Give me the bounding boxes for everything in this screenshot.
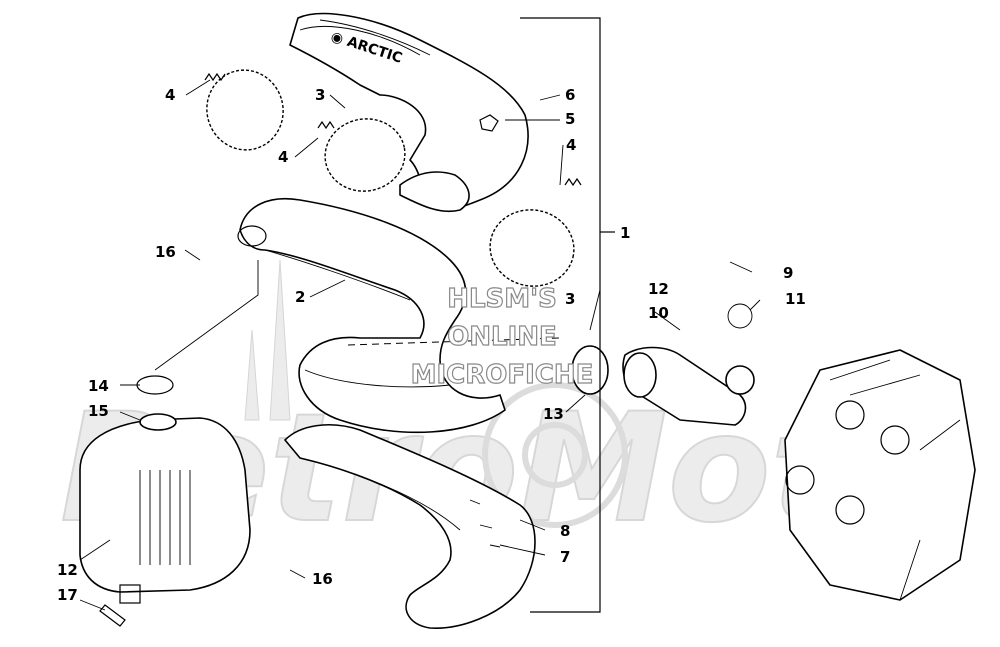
spring-clamps: [206, 69, 575, 287]
callout-4b: 4: [278, 148, 288, 166]
springs: [204, 72, 582, 187]
callout-10: 10: [648, 304, 669, 322]
callout-16b: 16: [312, 570, 333, 588]
expansion-chamber: [237, 198, 506, 434]
callout-14: 14: [88, 377, 109, 395]
callout-16a: 16: [155, 243, 176, 261]
watermark-line1: HLSM'S: [447, 284, 557, 314]
exhaust-manifold: [571, 303, 755, 426]
callout-7: 7: [560, 548, 570, 566]
callout-12a: 12: [648, 280, 669, 298]
callout-1-bracket: [520, 17, 601, 613]
drain-fitting: [99, 604, 126, 627]
muffler: [79, 413, 251, 627]
callout-12b: 12: [57, 561, 78, 579]
callout-13: 13: [543, 405, 564, 423]
watermark-line3: MICROFICHE: [411, 360, 594, 390]
callout-8: 8: [560, 522, 570, 540]
callout-1: 1: [620, 224, 630, 242]
callout-15: 15: [88, 402, 109, 420]
callout-11: 11: [785, 290, 806, 308]
watermark-line2: ONLINE: [447, 322, 557, 352]
leader-lines: [79, 79, 761, 611]
screen-11: [727, 303, 753, 329]
callout-4a: 4: [165, 86, 175, 104]
callout-5: 5: [565, 110, 575, 128]
watermark-wheel: [482, 382, 628, 528]
muffler-guard: ◉ ARCTIC: [289, 12, 529, 213]
callout-6: 6: [565, 86, 575, 104]
callout-17: 17: [57, 586, 78, 604]
callout-9: 9: [783, 264, 793, 282]
guard-grommet: [479, 114, 499, 132]
callout-4c: 4: [566, 136, 576, 154]
callout-3a: 3: [315, 86, 325, 104]
watermark-tower: [244, 259, 291, 421]
belly-pan: [284, 424, 536, 629]
engine-block: [784, 349, 976, 601]
callout-3b: 3: [565, 290, 575, 308]
callout-2: 2: [295, 288, 305, 306]
